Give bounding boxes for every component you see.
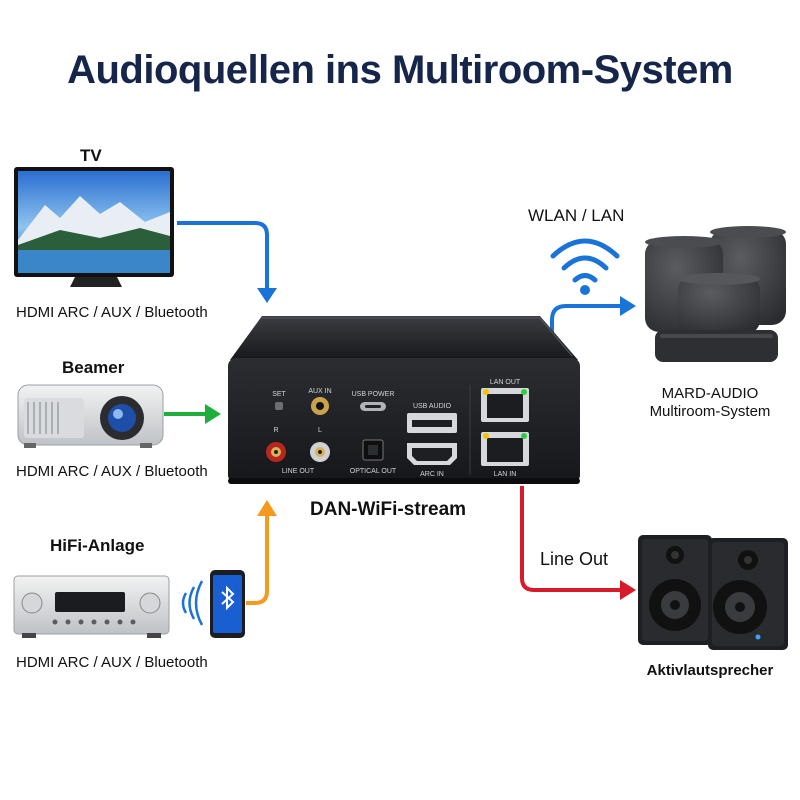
source-name-tv: TV: [80, 146, 102, 165]
source-connection-beamer: HDMI ARC / AUX / Bluetooth: [16, 463, 208, 480]
hifi-connection-arrow: [246, 512, 269, 605]
device-name: DAN-WiFi-stream: [310, 499, 467, 520]
streamer-device: SET AUX IN USB POWER USB AUDIO LAN OUT L…: [228, 316, 580, 484]
signal-waves-icon: [181, 580, 204, 626]
source-name-beamer: Beamer: [62, 358, 125, 377]
port-label-arc-in: ARC IN: [420, 471, 444, 478]
port-label-usb-audio: USB AUDIO: [413, 403, 452, 410]
wifi-connection-arrow: [550, 304, 622, 372]
port-label-aux-in: AUX IN: [308, 388, 331, 395]
port-label-line-out: LINE OUT: [282, 468, 315, 475]
multiroom-label-line2: Multiroom-System: [649, 403, 771, 420]
wifi-icon: [550, 238, 620, 283]
wifi-label: WLAN / LAN: [528, 206, 625, 225]
multiroom-label-line1: MARD-AUDIO: [661, 385, 759, 402]
port-label-set: SET: [272, 391, 286, 398]
port-label-usb-power: USB POWER: [352, 391, 395, 398]
hifi-amplifier-icon: [13, 575, 170, 638]
line-out-label: Line Out: [540, 549, 609, 569]
smartphone-icon: [210, 570, 245, 638]
source-connection-hifi: HDMI ARC / AUX / Bluetooth: [16, 654, 208, 671]
projector-icon: [17, 384, 164, 448]
source-name-hifi: HiFi-Anlage: [50, 536, 145, 555]
page-title: Audioquellen ins Multiroom-System: [67, 48, 733, 92]
smart-speaker-icon: [645, 226, 786, 362]
line-out-arrow: [520, 486, 622, 592]
bluetooth-icon: [221, 585, 235, 611]
speakers-label: Aktivlautsprecher: [646, 662, 774, 679]
port-label-lan-out: LAN OUT: [490, 379, 521, 386]
tv-icon: [14, 167, 174, 287]
port-label-r: R: [273, 427, 278, 434]
port-label-lan-in: LAN IN: [494, 471, 517, 478]
source-connection-tv: HDMI ARC / AUX / Bluetooth: [16, 304, 208, 321]
studio-monitor-icon: [638, 535, 788, 650]
port-label-optical-out: OPTICAL OUT: [350, 468, 397, 475]
tv-connection-arrow: [177, 221, 269, 292]
port-label-l: L: [318, 427, 322, 434]
